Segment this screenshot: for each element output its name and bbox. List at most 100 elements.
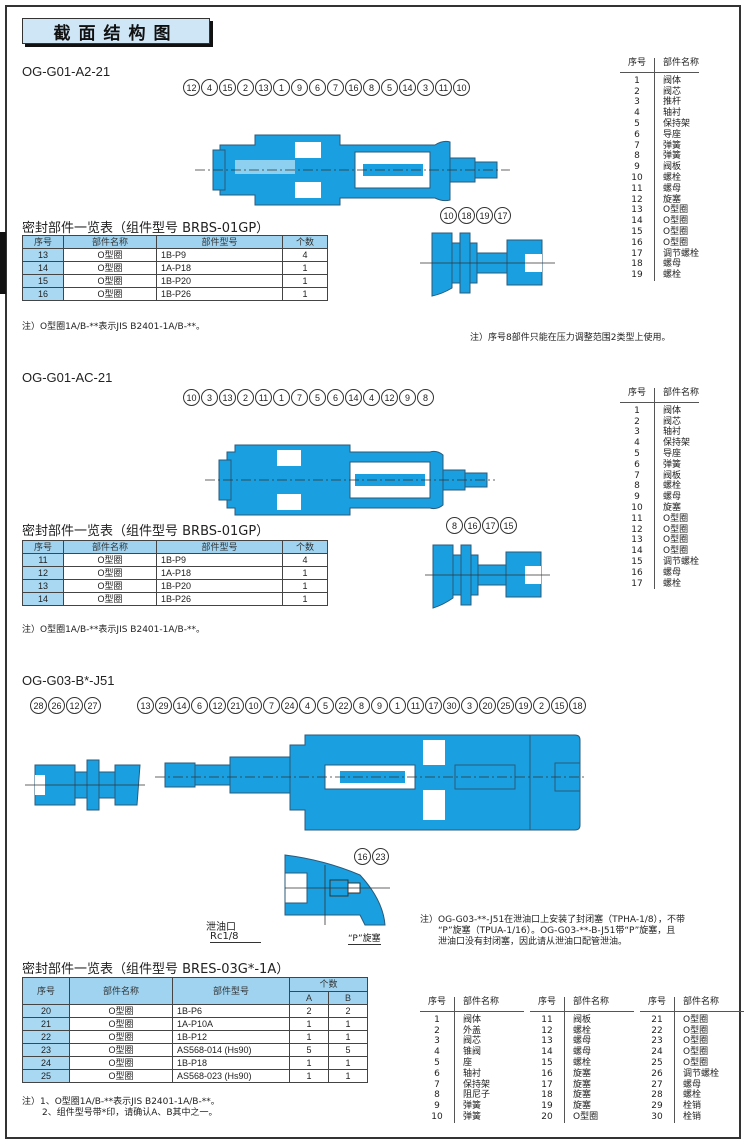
part-name: 轴衬 (663, 108, 682, 119)
callout-marker: 17 (482, 517, 499, 534)
j51-note-line: “P”旋塞（TPUA-1/16）。OG-G03-**-B-J51带“P”旋塞，且 (438, 926, 676, 936)
part-name: O型圈 (663, 205, 689, 216)
part-number: 10 (631, 502, 643, 513)
section-1-seal-title: 密封部件一览表（组件型号 BRBS-01GP） (22, 221, 270, 236)
part-name: 座 (463, 1057, 473, 1068)
part-number: 14 (541, 1047, 553, 1058)
col-header-name: 部件名称 (69, 977, 173, 1005)
callout-marker: 16 (345, 79, 362, 96)
seal-cell-model: AS568-023 (Hs90) (172, 1069, 290, 1083)
part-name: 保持架 (463, 1079, 491, 1090)
seal-cell-b: 5 (328, 1043, 368, 1057)
part-number: 9 (634, 162, 640, 173)
part-name: 弹簧 (663, 459, 682, 470)
callout-marker: 5 (317, 697, 334, 714)
part-name: 弹簧 (463, 1111, 482, 1122)
j51-note-line: 泄油口没有封闭塞，因此请从泄油口配管泄油。 (438, 937, 628, 947)
part-number: 4 (634, 108, 640, 119)
seal-cell-no: 11 (22, 553, 64, 567)
section-2-adjuster-diagram (425, 544, 550, 609)
column-divider (454, 996, 455, 1123)
section-2-valve-diagram (205, 444, 495, 516)
col-header-no: 序号 (22, 235, 64, 249)
callout-marker: 13 (255, 79, 272, 96)
section-1-parts-note: 注）序号8部件只能在压力调整范围2类型上使用。 (470, 333, 671, 343)
col-header-qty-a: A (289, 990, 329, 1005)
part-name: O型圈 (683, 1014, 709, 1025)
callout-marker: 18 (458, 207, 475, 224)
part-number: 9 (634, 492, 640, 503)
seal-cell-a: 1 (289, 1030, 329, 1044)
callout-marker: 8 (363, 79, 380, 96)
part-number: 19 (631, 270, 643, 281)
part-name: 外盖 (463, 1025, 482, 1036)
seal-cell-name: O型圈 (69, 1069, 173, 1083)
col-header-model: 部件型号 (156, 540, 283, 554)
parts-header-name: 部件名称 (454, 997, 499, 1008)
part-name: 栓销 (683, 1101, 702, 1112)
seal-cell-b: 1 (328, 1017, 368, 1031)
seal-cell-no: 14 (22, 261, 64, 275)
part-number: 4 (434, 1047, 440, 1058)
part-number: 23 (651, 1036, 663, 1047)
callout-marker: 11 (255, 389, 272, 406)
part-name: 阻尼子 (463, 1090, 491, 1101)
callout-marker: 19 (515, 697, 532, 714)
seal-cell-a: 5 (289, 1043, 329, 1057)
seal-cell-model: 1B-P26 (156, 287, 283, 301)
part-number: 7 (634, 470, 640, 481)
part-name: 阀体 (663, 405, 682, 416)
part-name: 旋塞 (663, 194, 682, 205)
part-number: 18 (541, 1090, 553, 1101)
section-2-model: OG-G01-AC-21 (22, 370, 113, 385)
part-name: O型圈 (663, 226, 689, 237)
section-3-seal-note-2: 2、组件型号带*印，请确认A、B其中之一。 (42, 1108, 218, 1118)
seal-cell-model: 1B-P9 (156, 248, 283, 262)
parts-list-item: 2 外盖 (420, 1026, 524, 1037)
part-number: 2 (434, 1025, 440, 1036)
parts-list-item: 18 旋塞 (530, 1090, 634, 1101)
callout-marker: 5 (381, 79, 398, 96)
part-name: 螺栓 (663, 270, 682, 281)
seal-cell-a: 1 (289, 1017, 329, 1031)
callout-marker: 5 (309, 389, 326, 406)
callout-marker: 3 (201, 389, 218, 406)
part-name: 旋塞 (573, 1090, 592, 1101)
part-number: 7 (434, 1079, 440, 1090)
callout-marker: 10 (440, 207, 457, 224)
seal-cell-qty: 1 (282, 261, 328, 275)
section-3-drain-detail-diagram (284, 854, 390, 926)
callout-marker: 2 (237, 389, 254, 406)
parts-header-name: 部件名称 (654, 58, 699, 69)
seal-cell-qty: 4 (282, 248, 328, 262)
section-3-valve-diagram (155, 734, 585, 831)
part-name: 保持架 (663, 118, 691, 129)
part-name: 阀板 (573, 1014, 592, 1025)
callout-marker: 25 (497, 697, 514, 714)
part-number: 1 (634, 75, 640, 86)
